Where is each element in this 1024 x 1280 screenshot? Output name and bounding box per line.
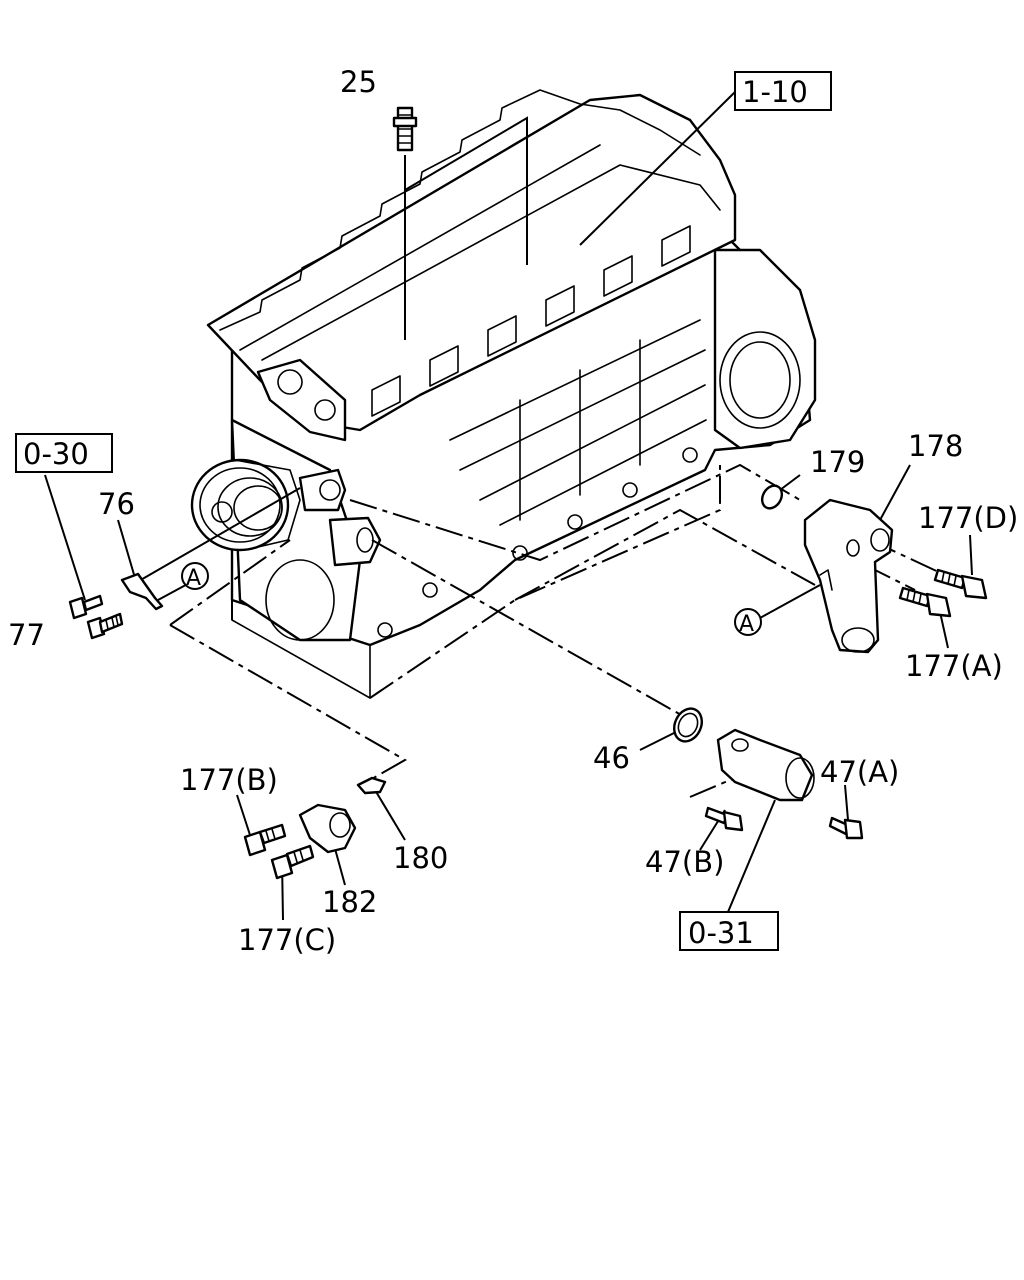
label-180: 180: [393, 841, 448, 875]
bolt-47A: [828, 816, 864, 840]
label-177D: 177(D): [918, 501, 1018, 535]
crank-pulley: [190, 458, 301, 552]
gasket-180: [356, 776, 387, 795]
oring-46: [673, 707, 703, 743]
label-76: 76: [98, 487, 135, 521]
label-a-right: A: [739, 612, 754, 637]
label-177A: 177(A): [905, 649, 1003, 683]
bolt-177B: [243, 823, 287, 857]
ref-box-0-31: [679, 911, 779, 951]
bolt-47B: [704, 806, 744, 832]
ref-label-0-31: 0-31: [688, 916, 754, 950]
label-182: 182: [322, 885, 377, 919]
bolt-0-30: [68, 594, 104, 620]
bolt-177C: [270, 844, 315, 880]
label-77: 77: [8, 618, 45, 652]
pipe-0-31: [716, 728, 815, 802]
bolt-77: [86, 612, 124, 640]
housing-182: [298, 803, 357, 854]
engine-block-drawing: [190, 89, 817, 699]
label-47A: 47(A): [820, 755, 899, 789]
circle-a-left: [181, 562, 209, 590]
bolt-177D: [933, 568, 988, 600]
ref-label-1-10: 1-10: [742, 75, 808, 109]
bolt-177A: [898, 586, 952, 618]
oring-179: [760, 484, 784, 510]
label-178: 178: [908, 429, 963, 463]
callout-labels: 25 1-10 0-30 76 77 A 179 178 177(D) A 17…: [8, 65, 1018, 957]
clip-76: [120, 572, 164, 611]
ref-box-0-30: [15, 433, 113, 473]
ref-box-1-10: [734, 71, 832, 111]
label-177C: 177(C): [238, 923, 336, 957]
label-46: 46: [593, 741, 630, 775]
label-179: 179: [810, 445, 865, 479]
label-47B: 47(B): [645, 845, 724, 879]
stud-25: [392, 106, 418, 152]
label-25: 25: [340, 65, 377, 99]
water-outlet-178: [803, 498, 894, 654]
ref-label-0-30: 0-30: [23, 437, 89, 471]
label-177B: 177(B): [180, 763, 278, 797]
label-a-left: A: [186, 566, 201, 591]
circle-a-right: [734, 608, 762, 636]
